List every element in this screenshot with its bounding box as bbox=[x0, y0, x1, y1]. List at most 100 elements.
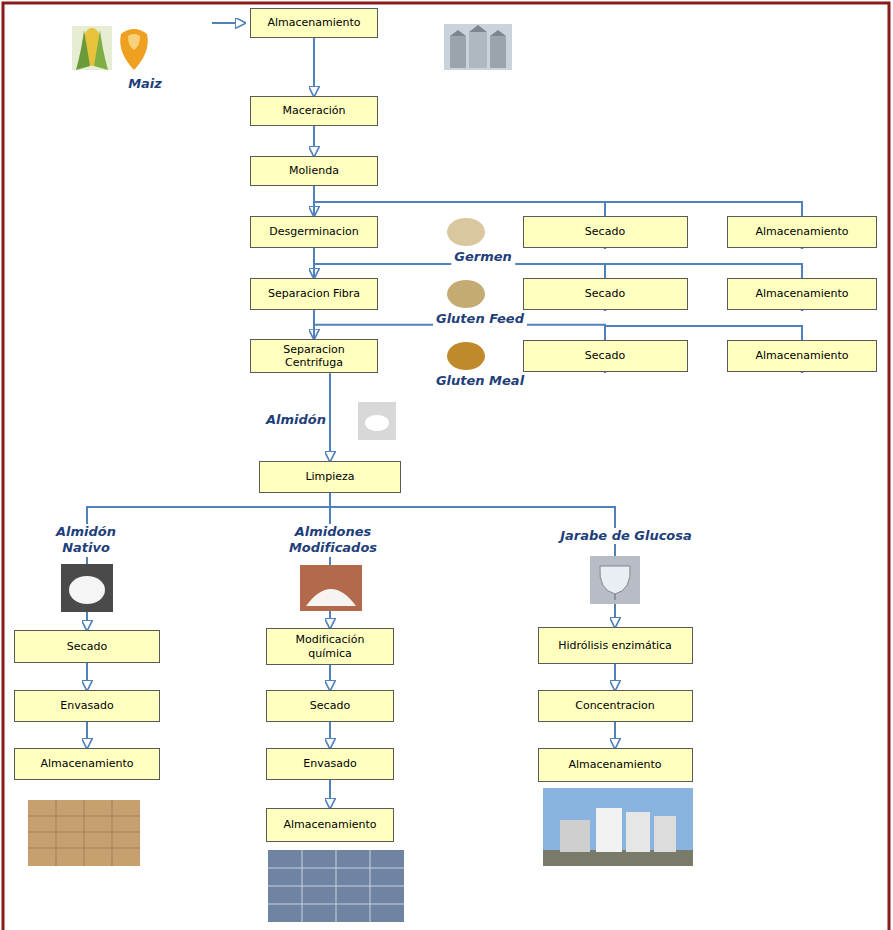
germ-pile bbox=[447, 218, 485, 246]
process-box: Almacenamiento bbox=[727, 278, 877, 310]
native-starch-picture bbox=[61, 564, 113, 612]
flow-arrow bbox=[313, 126, 315, 156]
box-text: Secado bbox=[310, 699, 350, 712]
box-text: Almacenamiento bbox=[755, 287, 848, 300]
box-text: Secado bbox=[585, 225, 625, 238]
corn-husk bbox=[94, 30, 108, 70]
box-text: Secado bbox=[67, 640, 107, 653]
box-text: Desgerminacion bbox=[269, 225, 358, 238]
storage-tank bbox=[654, 816, 676, 852]
syrup-glass bbox=[614, 594, 616, 600]
process-box: Separacion Centrifuga bbox=[250, 339, 378, 373]
product-label: Germen bbox=[451, 249, 515, 265]
tank-picture bbox=[543, 788, 693, 866]
storage-tank bbox=[560, 820, 590, 852]
flow-arrow bbox=[329, 722, 331, 748]
box-text: Concentracion bbox=[575, 699, 655, 712]
flow-arrow bbox=[86, 663, 88, 690]
box-text: Separacion Centrifuga bbox=[257, 343, 371, 369]
bag-lines bbox=[268, 850, 404, 922]
product-label: Almidón Nativo bbox=[33, 524, 139, 557]
flow-arrow bbox=[614, 722, 616, 748]
box-text: Secado bbox=[585, 349, 625, 362]
process-box: Almacenamiento bbox=[250, 8, 378, 38]
picture-ground bbox=[445, 212, 487, 248]
silo-tank bbox=[450, 36, 466, 68]
flow-arrow bbox=[329, 665, 331, 690]
flow-arrow bbox=[313, 38, 315, 96]
box-text: Molienda bbox=[289, 164, 339, 177]
bag-lines bbox=[28, 800, 140, 866]
storage-tank bbox=[596, 808, 622, 852]
process-box: Almacenamiento bbox=[14, 748, 160, 780]
process-box: Almacenamiento bbox=[538, 748, 693, 782]
flow-arrow bbox=[330, 493, 615, 627]
box-text: Modificación química bbox=[273, 633, 387, 659]
page-frame bbox=[3, 3, 889, 930]
starch-bowl bbox=[365, 415, 389, 431]
pallet-picture bbox=[28, 800, 140, 866]
process-box: Secado bbox=[523, 216, 688, 248]
gluten-feed-pile bbox=[447, 280, 485, 308]
flow-arrow bbox=[329, 373, 331, 461]
box-text: Envasado bbox=[60, 699, 113, 712]
process-box: Maceración bbox=[250, 96, 378, 126]
process-box: Secado bbox=[266, 690, 394, 722]
picture-ground bbox=[543, 850, 693, 866]
pallet-picture bbox=[268, 850, 404, 922]
corn-husk bbox=[76, 30, 90, 70]
box-text: Almacenamiento bbox=[568, 758, 661, 771]
flow-arrow bbox=[87, 493, 330, 630]
product-label: Jarabe de Glucosa bbox=[557, 528, 695, 544]
modified-starch-picture bbox=[300, 565, 362, 611]
box-text: Secado bbox=[585, 287, 625, 300]
input-arrow bbox=[212, 22, 245, 24]
flow-arrow bbox=[86, 722, 88, 748]
box-text: Envasado bbox=[303, 757, 356, 770]
silo-picture bbox=[444, 24, 512, 70]
storage-tank bbox=[626, 812, 650, 852]
gluten-meal-pile bbox=[447, 342, 485, 370]
starch-powder bbox=[69, 576, 105, 604]
process-box: Almacenamiento bbox=[266, 808, 394, 842]
corn-kernel bbox=[128, 34, 140, 50]
silo-roof bbox=[450, 25, 506, 36]
product-label: Gluten Meal bbox=[433, 373, 527, 389]
box-text: Almacenamiento bbox=[755, 225, 848, 238]
starch-powder bbox=[306, 589, 356, 606]
product-label: Almidones Modificados bbox=[255, 524, 411, 557]
box-text: Hidrólisis enzimática bbox=[558, 639, 672, 652]
corn-kernel bbox=[120, 29, 148, 70]
process-box: Secado bbox=[523, 340, 688, 372]
box-text: Maceración bbox=[282, 104, 345, 117]
syrup-glass bbox=[600, 566, 630, 594]
corn-picture bbox=[72, 26, 112, 70]
process-box: Modificación química bbox=[266, 628, 394, 665]
silo-tank bbox=[490, 36, 506, 68]
product-label: Almidón bbox=[263, 412, 329, 428]
process-box: Secado bbox=[523, 278, 688, 310]
box-text: Almacenamiento bbox=[283, 818, 376, 831]
box-text: Almacenamiento bbox=[267, 16, 360, 29]
process-box: Limpieza bbox=[259, 461, 401, 493]
box-text: Limpieza bbox=[305, 470, 354, 483]
process-box: Hidrólisis enzimática bbox=[538, 627, 693, 664]
process-box: Envasado bbox=[266, 748, 394, 780]
process-box: Concentracion bbox=[538, 690, 693, 722]
box-text: Almacenamiento bbox=[755, 349, 848, 362]
box-text: Separacion Fibra bbox=[268, 287, 360, 300]
box-text: Almacenamiento bbox=[40, 757, 133, 770]
process-box: Almacenamiento bbox=[727, 216, 877, 248]
picture-ground bbox=[444, 24, 512, 70]
product-label: Gluten Feed bbox=[433, 311, 527, 327]
product-label: Maiz bbox=[125, 76, 165, 92]
picture-ground bbox=[28, 800, 140, 866]
flow-arrow bbox=[329, 780, 331, 808]
picture-ground bbox=[72, 26, 112, 70]
process-box: Desgerminacion bbox=[250, 216, 378, 248]
process-box: Molienda bbox=[250, 156, 378, 186]
glucose-picture bbox=[590, 556, 640, 604]
